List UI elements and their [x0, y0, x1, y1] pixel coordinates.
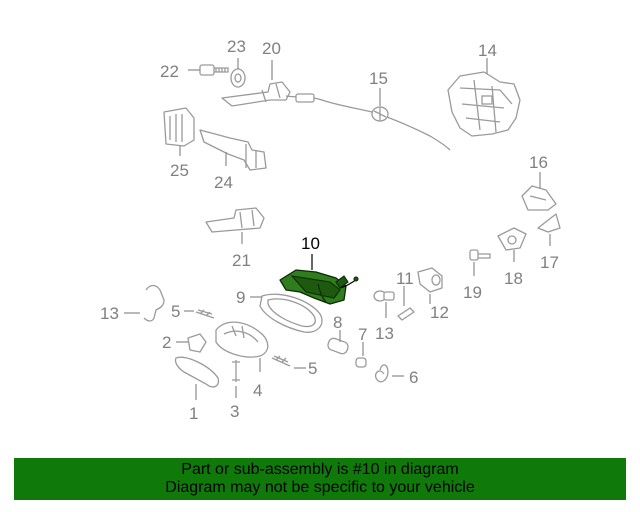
callout-25: 24: [214, 173, 233, 192]
part-2-cap: [187, 333, 207, 353]
part-20-screw: [469, 249, 491, 261]
part-14-rod: [143, 284, 165, 322]
parts-diagram: 22 23 20 15 14 25 24: [100, 37, 561, 423]
part-7-bushing: [355, 357, 367, 368]
callout-26: 25: [170, 161, 189, 180]
banner-line-2: Diagram may not be specific to your vehi…: [165, 479, 475, 496]
callout-15: 14: [478, 41, 497, 60]
callout-3: 3: [230, 402, 239, 421]
part-15-latch: [447, 71, 521, 137]
part-17-trim: [521, 185, 557, 211]
callout-17: 16: [529, 153, 548, 172]
callout-8: 8: [333, 313, 342, 332]
callout-19: 18: [504, 269, 523, 288]
part-8-pin: [327, 337, 349, 355]
part-24-washer: [230, 68, 246, 88]
callout-1: 1: [189, 404, 198, 423]
part-1-pull-handle: [174, 356, 220, 388]
callout-16: 15: [369, 69, 388, 88]
part-9-gasket: [259, 293, 323, 333]
callout-21: 20: [262, 39, 281, 58]
callout-6: 6: [409, 368, 418, 387]
part-11-spring: [397, 307, 415, 321]
callout-5a: 5: [171, 302, 180, 321]
callout-4: 4: [253, 381, 262, 400]
part-3-rod: [232, 360, 240, 382]
banner-line-1: Part or sub-assembly is #10 in diagram: [181, 461, 459, 478]
callout-24: 23: [227, 37, 246, 56]
callout-5b: 5: [308, 359, 317, 378]
part-13-bumper: [373, 290, 395, 302]
callout-22: 21: [232, 251, 251, 270]
callout-23: 22: [160, 62, 179, 81]
callout-2: 2: [162, 333, 171, 352]
part-5-screw-upper: [195, 309, 215, 319]
part-19-escutcheon: [497, 227, 527, 251]
callout-10: 10: [301, 234, 320, 253]
part-4-handle: [215, 321, 269, 358]
part-5-screw-lower: [271, 355, 291, 367]
part-25-bracket: [199, 129, 267, 171]
callout-12: 12: [430, 303, 449, 322]
callout-20: 19: [463, 283, 482, 302]
callout-18: 17: [540, 253, 559, 272]
callout-14: 13: [100, 304, 119, 323]
callout-13: 13: [375, 324, 394, 343]
part-10-handle-frame: [279, 269, 359, 305]
callout-11: 11: [396, 269, 414, 288]
part-22-striker: [205, 207, 265, 233]
part-16-cable: [285, 93, 451, 151]
part-12-actuator: [417, 267, 443, 293]
info-banner: Part or sub-assembly is #10 in diagram D…: [14, 458, 626, 500]
callout-7: 7: [358, 325, 367, 344]
part-21-link: [221, 81, 291, 107]
part-18-clip: [537, 213, 561, 233]
callout-9: 9: [236, 288, 245, 307]
part-26-grommet: [163, 107, 195, 147]
part-6-clip: [374, 364, 389, 383]
part-23-bolt: [199, 64, 229, 76]
